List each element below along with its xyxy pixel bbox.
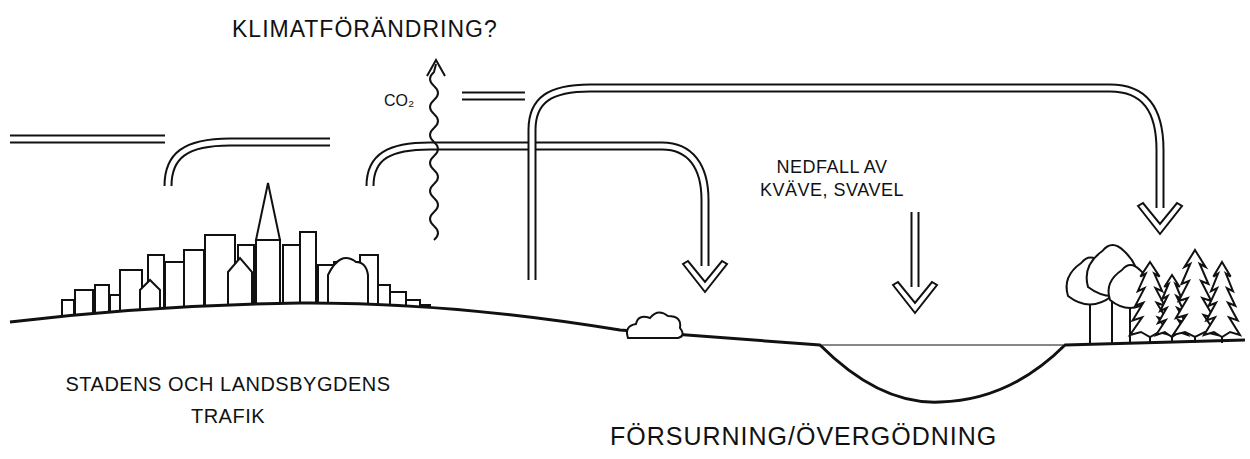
co2-arrowhead	[427, 60, 445, 76]
emission-plume	[168, 142, 330, 186]
deposition-arrows	[10, 88, 1182, 313]
tree-trunk	[1089, 303, 1091, 343]
bush-outline	[627, 312, 683, 338]
deposition-label: NEDFALL AV KVÄVE, SVAVEL	[752, 156, 912, 202]
conifer-tree	[1204, 262, 1240, 337]
co2-emission-arrow	[430, 64, 438, 240]
bush	[627, 312, 683, 338]
deposition-arrow	[370, 146, 705, 266]
ground-fill	[0, 303, 1250, 459]
hollow-arrowhead	[683, 261, 727, 292]
air-streak-inner	[10, 137, 165, 142]
traffic-label: STADENS OCH LANDSBYGDENS TRAFIK	[58, 368, 398, 432]
air-streak	[462, 92, 525, 101]
air-streak	[10, 135, 165, 144]
hollow-arrowhead	[1138, 203, 1182, 234]
emission-plume-inner	[168, 142, 330, 186]
deposition-arrow-inner	[532, 88, 1160, 280]
deposition-arrow-inner	[913, 212, 918, 287]
deposition-arrow-inner	[370, 146, 705, 266]
climate-question: KLIMATFÖRÄNDRING?	[232, 16, 498, 43]
air-streak-inner	[462, 94, 525, 99]
co2-label: CO₂	[384, 92, 414, 110]
forest	[1067, 245, 1240, 343]
tree-trunk	[1129, 306, 1131, 343]
church-spire	[256, 183, 280, 240]
deposition-arrow	[911, 212, 920, 287]
hollow-arrowhead	[893, 282, 937, 313]
water-surface	[822, 345, 1063, 346]
acidification-label: FÖRSURNING/ÖVERGÖDNING	[610, 422, 997, 451]
deposition-arrow	[532, 88, 1160, 280]
